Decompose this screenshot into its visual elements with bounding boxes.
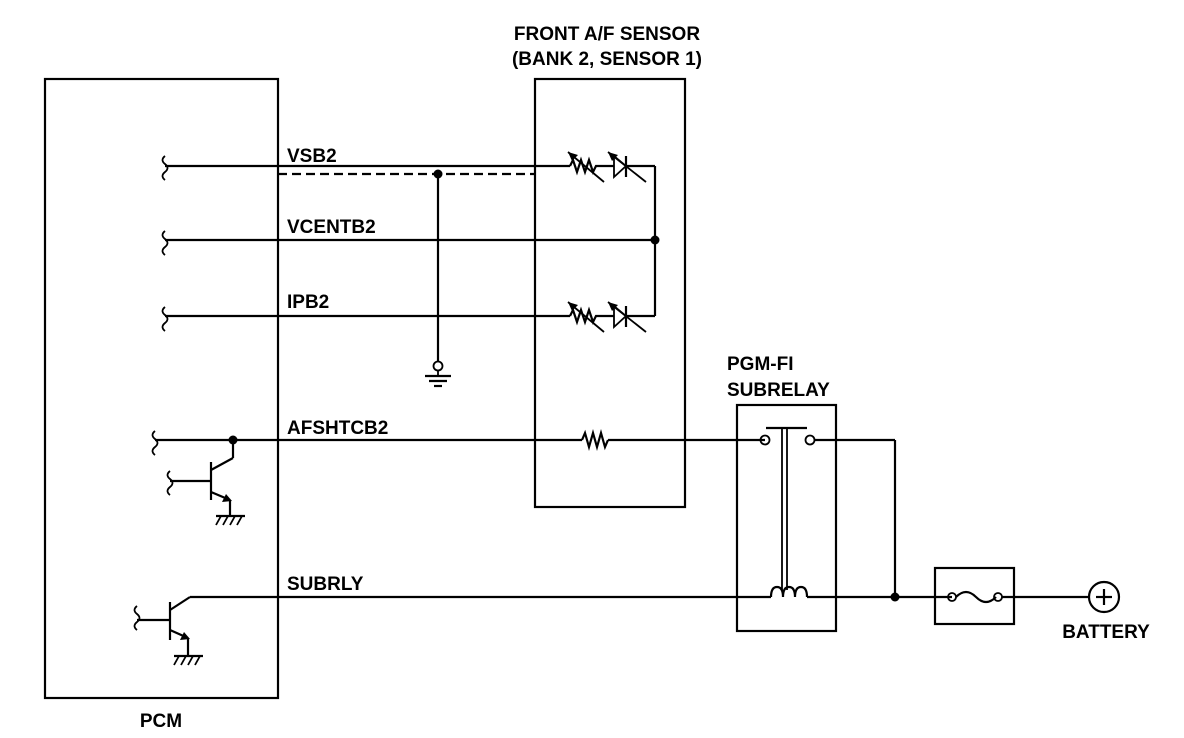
battery-icon — [1087, 580, 1121, 614]
relay-label-line2: SUBRELAY — [727, 380, 830, 401]
wire-ipb2 — [161, 306, 570, 332]
wire-label-vsb2: VSB2 — [287, 146, 337, 167]
relay-label-line1: PGM-FI — [727, 354, 794, 375]
subrelay-internals — [759, 426, 900, 602]
wire-afshtcb2 — [151, 428, 765, 456]
sensor-label-line2: (BANK 2, SENSOR 1) — [512, 49, 702, 70]
pcm-heater-transistor — [166, 440, 245, 526]
pcm-label: PCM — [140, 711, 182, 732]
pcm-box — [43, 77, 280, 700]
wire-label-vcentb2: VCENTB2 — [287, 217, 376, 238]
pcm-relay-transistor — [133, 596, 203, 666]
fuse — [895, 590, 1088, 604]
wire-label-afshtcb2: AFSHTCB2 — [287, 418, 388, 439]
wire-vcentb2 — [161, 230, 660, 256]
wire-label-subrly: SUBRLY — [287, 574, 364, 595]
af-sensor-box — [533, 77, 687, 509]
sensor-cell-vs — [567, 151, 657, 316]
subrelay-box — [735, 403, 838, 633]
wire-label-ipb2: IPB2 — [287, 292, 329, 313]
sensor-label-line1: FRONT A/F SENSOR — [514, 24, 700, 45]
sensor-cell-ip — [567, 301, 655, 333]
wire-vsb2 — [161, 155, 570, 181]
shield-ground — [425, 174, 451, 388]
battery-label: BATTERY — [1062, 622, 1150, 643]
